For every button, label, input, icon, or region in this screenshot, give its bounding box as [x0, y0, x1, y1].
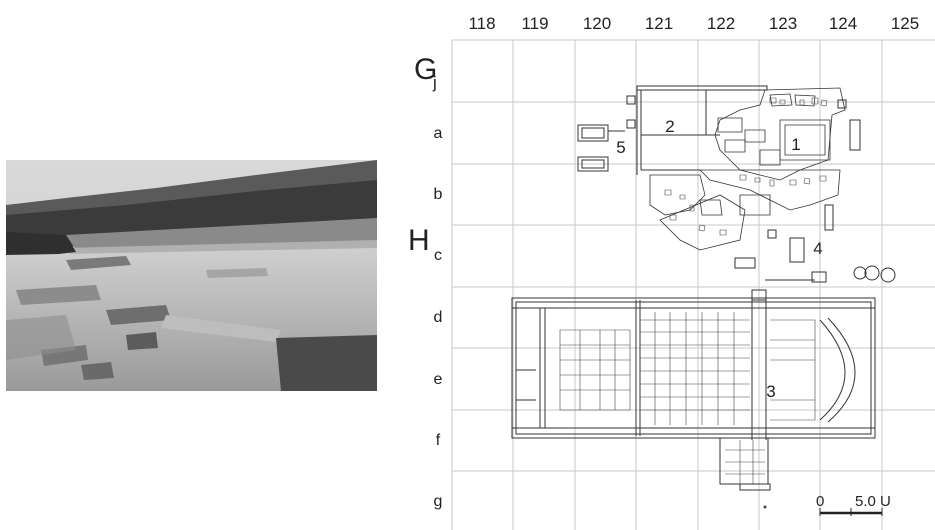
site-photo [6, 160, 377, 391]
row-label: c [434, 247, 442, 264]
room-label-1: 1 [791, 135, 800, 154]
room-label-5: 5 [616, 138, 625, 157]
row-suffix-label: j [432, 73, 437, 92]
row-label: g [434, 493, 443, 510]
column-label: 121 [645, 14, 673, 33]
column-label: 118 [468, 14, 495, 33]
row-label: b [434, 186, 443, 203]
row-label: e [434, 371, 443, 388]
column-label: 122 [707, 14, 735, 33]
rubble-upper [649, 87, 846, 251]
scale-value-label: 5.0 U [855, 493, 891, 510]
upper-structure [626, 85, 768, 175]
paving-texture [559, 312, 816, 484]
row-major-label: H [408, 224, 430, 257]
row-label: a [434, 125, 443, 142]
column-label: 125 [891, 14, 919, 33]
structure-5 [577, 124, 625, 172]
row-label: d [434, 309, 443, 326]
row-label: f [436, 432, 441, 449]
scale-zero-label: 0 [816, 493, 824, 510]
column-label: 120 [583, 14, 611, 33]
column-label: 123 [769, 14, 797, 33]
plan-grid [451, 39, 935, 530]
row-major-label: G [414, 53, 437, 86]
column-label: 119 [521, 14, 548, 33]
room-label-4: 4 [813, 239, 822, 258]
room-label-3: 3 [766, 382, 775, 401]
room-label-2: 2 [665, 117, 674, 136]
scale-bar: 0 5.0 U [816, 493, 891, 516]
excavation-plan: 118 119 120 121 122 123 124 125 G j H a … [408, 14, 935, 530]
structure-4 [734, 99, 896, 283]
lower-building [511, 289, 876, 491]
column-label: 124 [829, 14, 857, 33]
rubble-texture [664, 97, 828, 236]
